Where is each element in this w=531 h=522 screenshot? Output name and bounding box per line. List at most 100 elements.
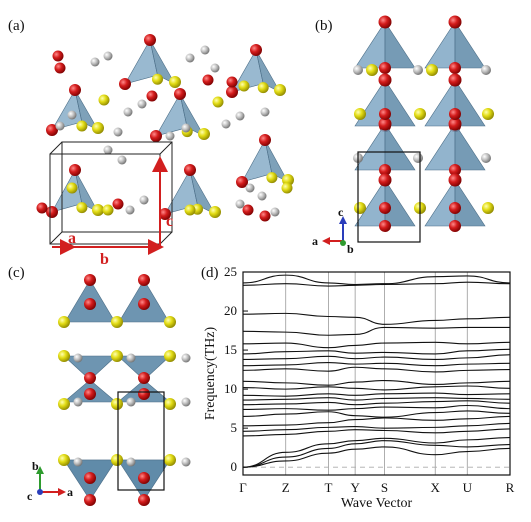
kpoint-label: S bbox=[381, 480, 388, 495]
oxygen-atom bbox=[52, 50, 64, 62]
oxygen-atom bbox=[138, 372, 150, 384]
phonon-branch-3 bbox=[242, 428, 511, 437]
metal-atom bbox=[221, 119, 231, 129]
phonon-branch-10 bbox=[242, 392, 511, 397]
panel-a-label: (a) bbox=[8, 18, 25, 34]
sulfur-atom bbox=[152, 73, 163, 85]
tetrahedron-face bbox=[189, 169, 216, 215]
lattice-c-label: c bbox=[166, 213, 173, 230]
phonon-branch-0 bbox=[242, 446, 511, 468]
oxygen-atom bbox=[449, 202, 461, 214]
metal-atom bbox=[73, 353, 83, 363]
oxygen-atom bbox=[448, 173, 462, 187]
phonon-branch-9 bbox=[242, 397, 511, 401]
axis-c-label-c: c bbox=[27, 489, 33, 503]
x-axis-label: Wave Vector bbox=[341, 496, 413, 511]
oxygen-atom bbox=[202, 74, 214, 86]
oxygen-atom bbox=[112, 198, 124, 210]
metal-atom bbox=[245, 183, 255, 193]
metal-atom bbox=[67, 110, 77, 120]
oxygen-atom bbox=[146, 90, 158, 102]
lattice-b-label: b bbox=[100, 251, 109, 268]
oxygen-atom bbox=[379, 164, 391, 176]
metal-atom bbox=[126, 397, 136, 407]
phonon-branch-8 bbox=[242, 400, 511, 406]
metal-atom bbox=[185, 53, 195, 63]
oxygen-atom bbox=[449, 220, 461, 232]
tetrahedron-face bbox=[179, 93, 205, 137]
oxygen-atom bbox=[159, 208, 171, 220]
sulfur-atom bbox=[209, 206, 221, 218]
sulfur-atom bbox=[111, 350, 123, 362]
unit-cell-c bbox=[117, 391, 165, 491]
oxygen-atom bbox=[84, 298, 96, 310]
sulfur-atom bbox=[164, 454, 176, 466]
metal-atom bbox=[210, 63, 220, 73]
metal-atom bbox=[165, 131, 175, 141]
metal-atom bbox=[413, 153, 423, 163]
oxygen-atom bbox=[174, 88, 186, 100]
y-axis-label: Frequency(THz) bbox=[203, 327, 218, 421]
oxygen-atom bbox=[226, 86, 238, 98]
metal-atom bbox=[117, 155, 127, 165]
oxygen-atom bbox=[84, 274, 96, 286]
metal-atom bbox=[353, 65, 363, 75]
y-tick-label: 10 bbox=[224, 381, 237, 396]
metal-atom bbox=[200, 45, 210, 55]
oxygen-atom bbox=[138, 494, 150, 506]
metal-atom bbox=[126, 457, 136, 467]
structure-view-b bbox=[353, 15, 494, 232]
oxygen-atom bbox=[378, 15, 392, 29]
sulfur-atom bbox=[58, 350, 70, 362]
oxygen-atom bbox=[84, 494, 96, 506]
tetrahedron-face bbox=[255, 49, 281, 93]
lattice-a-label: a bbox=[68, 230, 76, 247]
oxygen-atom bbox=[379, 108, 391, 120]
axis-a-label-c: a bbox=[67, 485, 73, 499]
sulfur-atom bbox=[66, 182, 78, 194]
tetrahedron-face bbox=[74, 89, 99, 131]
oxygen-atom bbox=[138, 388, 150, 400]
axis-b-label-c: b bbox=[32, 459, 39, 473]
phonon-branch-17 bbox=[242, 341, 511, 349]
phonon-branch-4 bbox=[242, 422, 511, 432]
panel-c: (c) b c a bbox=[8, 265, 191, 506]
sulfur-atom bbox=[111, 454, 123, 466]
metal-atom bbox=[103, 145, 113, 155]
oxygen-atom bbox=[378, 117, 392, 131]
oxygen-atom bbox=[379, 220, 391, 232]
metal-atom bbox=[113, 127, 123, 137]
phonon-branch-1 bbox=[242, 440, 511, 468]
sulfur-atom bbox=[482, 202, 494, 214]
oxygen-atom bbox=[378, 73, 392, 87]
sulfur-atom bbox=[238, 80, 250, 92]
sulfur-atom bbox=[184, 204, 196, 216]
oxygen-atom bbox=[54, 62, 66, 74]
kpoint-label: X bbox=[431, 480, 441, 495]
oxygen-atom bbox=[226, 76, 238, 88]
sulfur-atom bbox=[426, 64, 438, 76]
metal-atom bbox=[181, 397, 191, 407]
metal-atom bbox=[103, 51, 113, 61]
oxygen-atom bbox=[184, 164, 196, 176]
metal-atom bbox=[260, 107, 270, 117]
phonon-branch-15 bbox=[242, 354, 511, 360]
lattice-vectors: a b c bbox=[52, 156, 173, 268]
oxygen-atom bbox=[448, 117, 462, 131]
y-tick-label: 20 bbox=[224, 303, 237, 318]
y-tick-label: 0 bbox=[231, 459, 238, 474]
sulfur-atom bbox=[354, 202, 366, 214]
phonon-branch-6 bbox=[242, 410, 511, 418]
sulfur-atom bbox=[366, 64, 378, 76]
panel-a: (a) a b c bbox=[8, 18, 294, 268]
sulfur-atom bbox=[58, 398, 70, 410]
oxygen-atom bbox=[84, 388, 96, 400]
sulfur-atom bbox=[257, 82, 269, 94]
tetrahedron-face bbox=[454, 78, 486, 127]
y-tick-label: 15 bbox=[224, 342, 237, 357]
metal-atom bbox=[235, 199, 245, 209]
sulfur-atom bbox=[111, 398, 123, 410]
sulfur-atom bbox=[164, 316, 176, 328]
sulfur-atom bbox=[164, 398, 176, 410]
